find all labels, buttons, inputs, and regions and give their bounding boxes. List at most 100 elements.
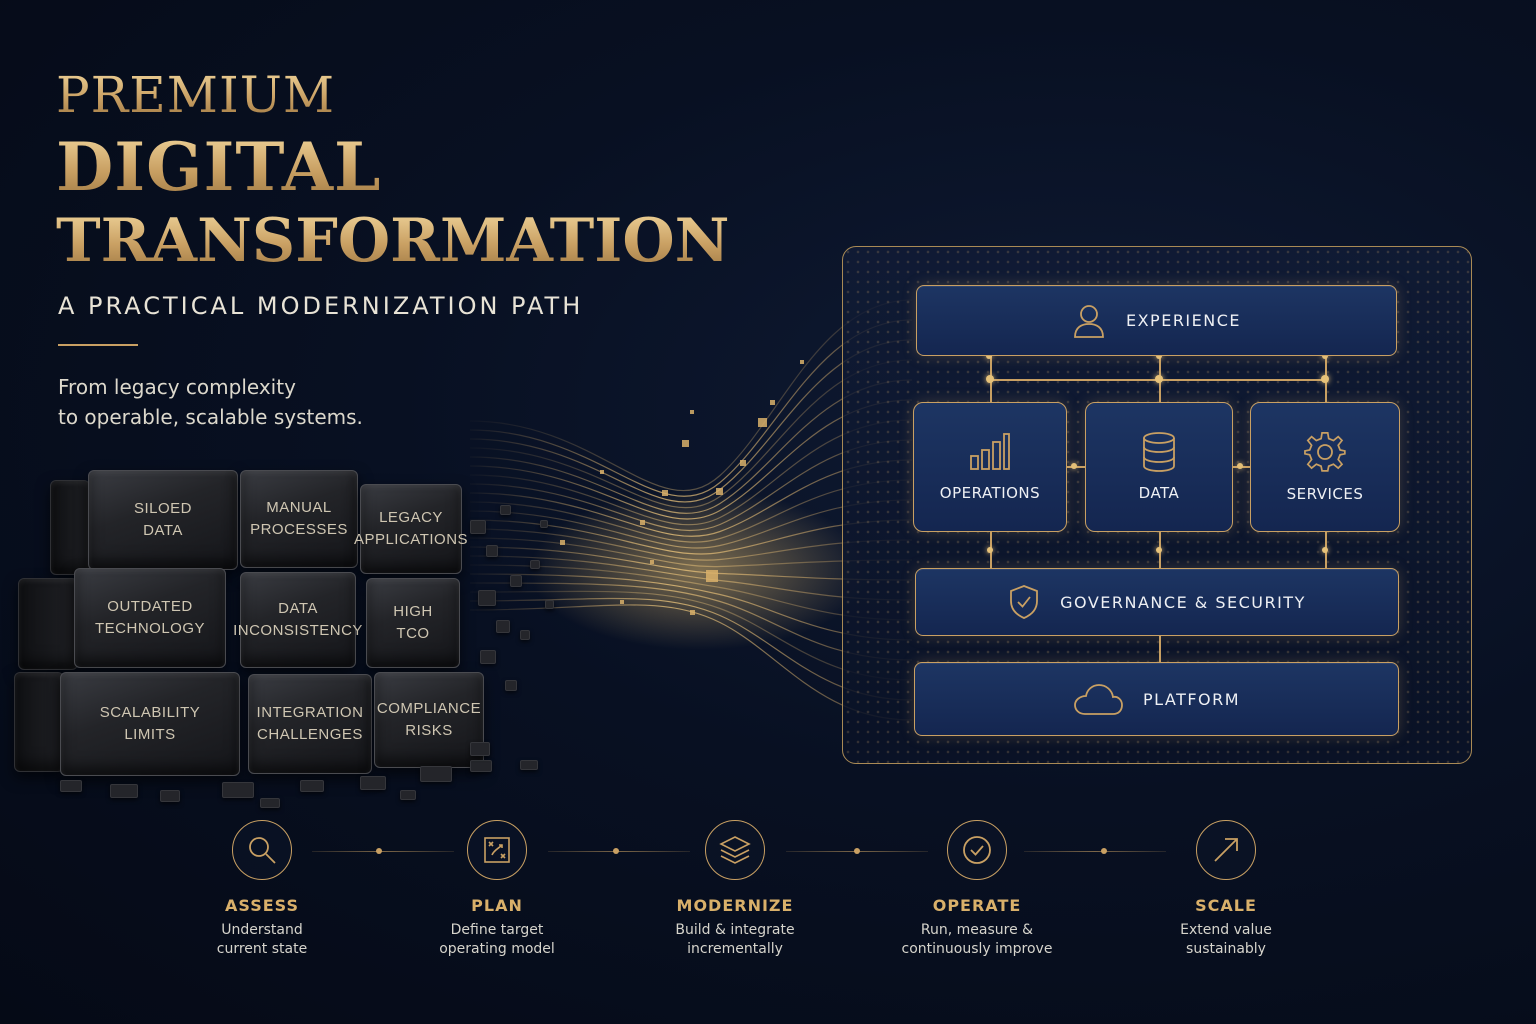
step-description: Define target operating model [439, 922, 555, 957]
step-icon-circle [1196, 820, 1256, 880]
layer-label: EXPERIENCE [1125, 311, 1242, 330]
flow-line [469, 528, 913, 561]
step-operate: OPERATE Run, measure & continuously impr… [877, 820, 1077, 959]
bar-chart-icon [969, 432, 1011, 472]
rubble-piece [500, 505, 511, 515]
rubble-piece [510, 575, 522, 587]
arrow-up-right-icon [1211, 835, 1241, 865]
gear-icon [1304, 431, 1346, 473]
tile-operations: OPERATIONS [913, 402, 1067, 532]
rubble-piece [110, 784, 138, 798]
step-assess: ASSESS Understand current state [162, 820, 362, 959]
flow-particle [682, 440, 689, 447]
connector-node [1322, 547, 1328, 553]
tile-data: DATA [1085, 402, 1233, 532]
plan-board-icon [483, 836, 511, 864]
flow-particle [740, 460, 746, 466]
step-connector-dot [376, 848, 382, 854]
connector-node [1155, 375, 1163, 383]
database-icon [1141, 432, 1177, 472]
flow-particle [650, 560, 654, 564]
legacy-block-label: SILOED DATA [133, 500, 193, 539]
flow-particle [640, 520, 645, 525]
flow-line [469, 499, 913, 549]
legacy-block-label: COMPLIANCE RISKS [376, 700, 482, 739]
rubble-piece [222, 782, 254, 798]
flow-particle [690, 410, 694, 414]
flow-line [469, 459, 913, 537]
flow-particle [560, 540, 565, 545]
step-description: Extend value sustainably [1180, 922, 1272, 957]
connector-node [1322, 353, 1328, 359]
step-connector-dot [854, 848, 860, 854]
legacy-block-scalability-limits: SCALABILITY LIMITS [60, 672, 240, 776]
flow-line [469, 604, 913, 721]
rubble-piece [420, 766, 452, 782]
flow-line [469, 582, 913, 661]
rubble-piece [400, 790, 416, 800]
flow-line [469, 439, 913, 532]
title-line-digital: DIGITAL [56, 128, 382, 206]
flow-line [469, 359, 913, 509]
rubble-piece [480, 650, 496, 664]
flow-line [469, 519, 913, 555]
rubble-piece [486, 545, 498, 557]
tile-label: DATA [1138, 484, 1180, 502]
flow-line [469, 399, 913, 520]
legacy-block-compliance-risks: COMPLIANCE RISKS [374, 672, 484, 768]
step-name: PLAN [471, 896, 523, 915]
connector-node [1237, 463, 1243, 469]
flow-line [469, 546, 913, 581]
legacy-block-label: LEGACY APPLICATIONS [353, 509, 469, 548]
block-side-face [50, 480, 90, 575]
legacy-block-siloed-data: SILOED DATA [88, 470, 238, 570]
title-line-premium: PREMIUM [56, 66, 336, 124]
rubble-piece [530, 560, 540, 569]
step-icon-circle [467, 820, 527, 880]
flow-line [469, 573, 913, 641]
layer-platform: PLATFORM [914, 662, 1399, 736]
legacy-block-high-tco: HIGH TCO [366, 578, 460, 668]
flow-particle [690, 610, 695, 615]
tile-services: SERVICES [1250, 402, 1400, 532]
flow-particle [600, 470, 604, 474]
flow-line [469, 590, 913, 681]
flow-particle [662, 490, 668, 496]
magnifier-icon [247, 835, 277, 865]
connector-node [987, 547, 993, 553]
step-description: Run, measure & continuously improve [901, 922, 1053, 957]
connector-node [1071, 463, 1077, 469]
layer-governance-security: GOVERNANCE & SECURITY [915, 568, 1399, 636]
cloud-icon [1073, 682, 1123, 716]
step-modernize: MODERNIZE Build & integrate incrementall… [635, 820, 835, 959]
title-line-transformation: TRANSFORMATION [56, 206, 730, 276]
check-circle-icon [962, 835, 992, 865]
flow-line [469, 319, 913, 497]
connector-node [986, 375, 994, 383]
flow-line [469, 597, 913, 701]
layer-experience: EXPERIENCE [916, 285, 1397, 356]
flow-particle [758, 418, 767, 427]
rubble-piece [260, 798, 280, 808]
legacy-block-data-inconsistency: DATA INCONSISTENCY [233, 572, 362, 668]
tile-label: OPERATIONS [939, 484, 1041, 502]
step-icon-circle [705, 820, 765, 880]
step-plan: PLAN Define target operating model [397, 820, 597, 959]
legacy-block-label: SCALABILITY LIMITS [99, 704, 201, 743]
step-name: SCALE [1195, 896, 1257, 915]
flow-line [469, 419, 913, 526]
legacy-block-manual-processes: MANUAL PROCESSES [240, 470, 358, 568]
flow-particle [620, 600, 624, 604]
step-connector [1024, 851, 1166, 852]
step-icon-circle [947, 820, 1007, 880]
legacy-block-integration-challenges: INTEGRATION CHALLENGES [248, 674, 372, 774]
rubble-piece [360, 776, 386, 790]
subtitle: A PRACTICAL MODERNIZATION PATH [58, 292, 584, 320]
legacy-block-legacy-applications: LEGACY APPLICATIONS [354, 484, 468, 574]
rubble-piece [545, 600, 554, 609]
user-icon [1072, 303, 1106, 339]
rubble-piece [470, 760, 492, 772]
flow-particle [716, 488, 723, 495]
step-connector-dot [613, 848, 619, 854]
